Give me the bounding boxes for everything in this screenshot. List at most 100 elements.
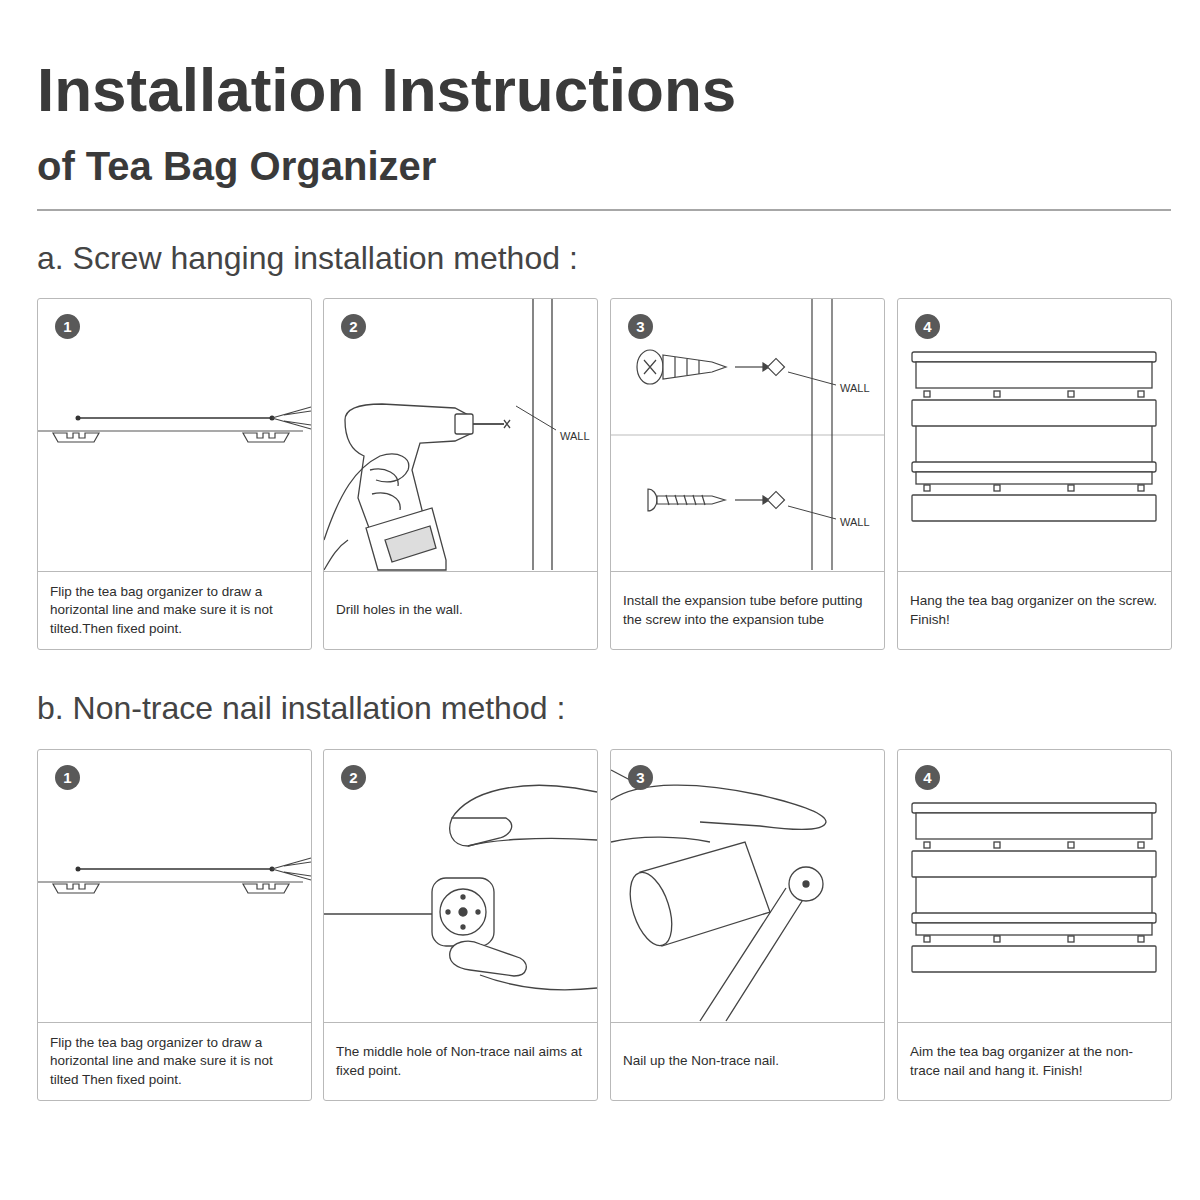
illustration-stroke [551,299,552,570]
illustration-stroke [657,496,725,504]
illustration-stroke [768,359,785,376]
step-number-text: 3 [636,770,644,785]
illustration-stroke [637,350,663,384]
step-number-text: 2 [349,319,357,334]
illustration-stroke [789,867,823,901]
illustration-stroke [735,366,763,367]
illustration-stroke [473,423,504,425]
step-number-text: 2 [349,770,357,785]
step-caption: Hang the tea bag organizer on the screw.… [910,592,1159,629]
illustration-stroke [504,420,510,428]
step-panel: 4Aim the tea bag organizer at the non-tr… [897,749,1172,1101]
step-panel: 3Nail up the Non-trace nail. [610,749,885,1101]
step-panel: 2Drill holes in the wall. [323,298,598,650]
section-heading: b. Non-trace nail installation method : [37,692,565,724]
step-panel: 1Flip the tea bag organizer to draw a ho… [37,298,312,650]
illustration-stroke [611,837,710,842]
illustration-stroke [644,360,656,374]
nail-plate-figure [324,785,597,989]
caption-cell: Install the expansion tube before puttin… [611,571,884,649]
illustration-stroke [37,858,311,893]
illustration-stroke [432,878,494,946]
illustration-stroke [700,888,804,1021]
illustration-stroke [480,975,597,990]
step-caption: Nail up the Non-trace nail. [623,1052,779,1071]
step-number: 2 [341,765,366,790]
illustration-stroke [366,508,446,570]
illustration-stroke [476,910,480,914]
illustration-stroke [450,941,527,976]
illustration-stroke [450,818,512,846]
illustration-stroke [455,414,473,434]
wall-label: WALL [560,431,590,442]
caption-cell: Drill holes in the wall. [324,571,597,649]
anchor-screw-figure [611,299,884,570]
step-caption: Drill holes in the wall. [336,601,463,620]
step-number-text: 4 [923,770,931,785]
illustration-stroke [516,406,556,430]
caption-cell: Hang the tea bag organizer on the screw.… [898,571,1171,649]
illustration-stroke [788,372,836,385]
step-number-text: 1 [63,770,71,785]
step-caption: The middle hole of Non-trace nail aims a… [336,1043,585,1080]
illustration-stroke [611,785,826,829]
step-panel: 3Install the expansion tube before putti… [610,298,885,650]
illustration-stroke [666,495,705,505]
section-heading: a. Screw hanging installation method : [37,242,578,274]
drill-figure [324,299,556,570]
illustration-stroke [370,469,400,510]
wall-label: WALL [840,517,870,528]
step-number: 4 [915,765,940,790]
caption-cell: Nail up the Non-trace nail. [611,1022,884,1100]
illustration-stroke [735,499,763,500]
caption-cell: Aim the tea bag organizer at the non-tra… [898,1022,1171,1100]
step-panel: 4Hang the tea bag organizer on the screw… [897,298,1172,650]
step-number: 3 [628,765,653,790]
illustration-stroke [459,908,467,916]
step-number: 4 [915,314,940,339]
illustration-stroke [37,407,311,442]
subtitle: of Tea Bag Organizer [37,146,436,186]
wall-label: WALL [840,383,870,394]
illustration-stroke [324,913,432,914]
hammer-figure [611,770,826,1021]
step-panel: 1Flip the tea bag organizer to draw a ho… [37,749,312,1101]
illustration-stroke [622,867,680,950]
illustration-stroke [532,299,533,570]
illustration-stroke [803,881,809,887]
caption-cell: Flip the tea bag organizer to draw a hor… [38,571,311,649]
illustration-stroke [461,925,465,929]
illustration-stroke [385,526,436,562]
illustration-stroke [912,352,1156,521]
step-number: 1 [55,765,80,790]
step-number: 1 [55,314,80,339]
step-number: 3 [628,314,653,339]
illustration-stroke [663,355,726,379]
illustration-stroke [912,803,1156,972]
step-number: 2 [341,314,366,339]
caption-cell: The middle hole of Non-trace nail aims a… [324,1022,597,1100]
illustration-stroke [468,838,597,846]
illustration-stroke [452,785,597,818]
step-caption: Install the expansion tube before puttin… [623,592,872,629]
illustration-stroke [611,434,884,435]
title-rule [37,209,1171,210]
step-number-text: 1 [63,319,71,334]
illustration-stroke [648,489,657,511]
illustration-stroke [446,910,450,914]
page-title: Installation Instructions [37,59,736,121]
illustration-stroke [675,357,699,377]
step-caption: Flip the tea bag organizer to draw a hor… [50,583,299,639]
illustration-stroke [831,299,832,570]
step-caption: Flip the tea bag organizer to draw a hor… [50,1034,299,1090]
step-number-text: 4 [923,319,931,334]
step-number-text: 3 [636,319,644,334]
step-caption: Aim the tea bag organizer at the non-tra… [910,1043,1159,1080]
illustration-stroke [768,492,785,509]
illustration-stroke [324,454,409,570]
illustration-stroke [788,506,836,519]
illustration-stroke [461,895,465,899]
caption-cell: Flip the tea bag organizer to draw a hor… [38,1022,311,1100]
step-panel: 2The middle hole of Non-trace nail aims … [323,749,598,1101]
